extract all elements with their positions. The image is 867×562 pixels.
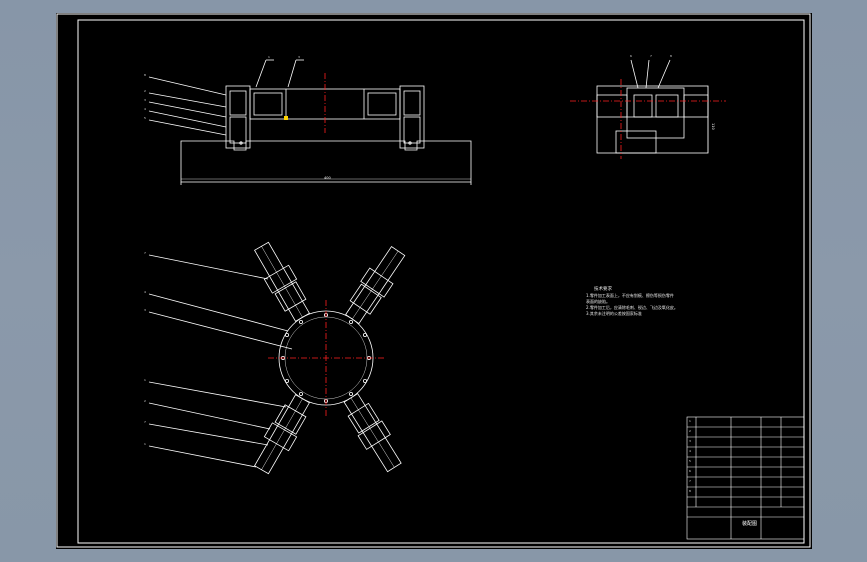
- plan-arm-nw: [254, 241, 310, 322]
- assembly-drawing: 400 110: [56, 13, 811, 548]
- sheet-border-inner: [77, 19, 805, 544]
- plan-arm-ne: [345, 246, 406, 325]
- tb-row-3: 3: [689, 439, 691, 443]
- plan-arm-sw: [254, 394, 310, 475]
- callout-plan-4: 1: [144, 378, 146, 382]
- callout-side-1: 6: [630, 54, 632, 58]
- tb-row-5: 5: [689, 459, 691, 463]
- callout-front-4: 4: [144, 107, 146, 111]
- notes-line-2: 表面的缺陷。: [586, 299, 610, 304]
- callout-plan-6: 7: [144, 420, 146, 424]
- callout-front-top-1: 1: [268, 55, 270, 59]
- callout-side-2: 7: [650, 54, 652, 58]
- side-housing: [596, 85, 709, 154]
- tb-row-4: 4: [689, 449, 691, 453]
- callout-front-5: 5: [144, 116, 146, 120]
- front-view: [148, 59, 472, 185]
- title-block-frame: [686, 416, 805, 540]
- side-centerlines: [570, 79, 726, 159]
- notes-line-4: 3.其余未注明的公差按国家标准: [586, 311, 642, 316]
- callout-plan-2: 4: [144, 290, 146, 294]
- plan-bolt-holes: [280, 312, 371, 403]
- notes-heading: 技术要求: [594, 287, 612, 292]
- front-highlight-mark: [284, 116, 288, 120]
- callout-front-1: 8: [144, 73, 146, 77]
- callout-front-top-2: 3: [298, 55, 300, 59]
- tb-row-7: 7: [689, 479, 691, 483]
- plan-arm-se: [343, 393, 402, 473]
- tb-row-1: 1: [689, 419, 691, 423]
- drawing-title: 装配图: [742, 521, 758, 527]
- sheet-border-outer: [56, 13, 811, 548]
- technical-requirements: 技术要求 1.零件加工表面上，不应有划痕、擦伤等损伤零件 表面的缺陷。 2.零件…: [586, 287, 678, 317]
- side-view: [596, 59, 709, 154]
- notes-line-3: 2.零件加工后，应清除毛刺、锐边、飞边及氧化皮。: [586, 305, 678, 310]
- callout-plan-3: 3: [144, 308, 146, 312]
- callout-plan-1: 7: [144, 251, 146, 255]
- tb-row-6: 6: [689, 469, 691, 473]
- callout-plan-7: 1: [144, 442, 146, 446]
- tb-row-8: 8: [689, 489, 691, 493]
- notes-line-1: 1.零件加工表面上，不应有划痕、擦伤等损伤零件: [586, 293, 674, 298]
- front-dim-text: 400: [324, 176, 331, 180]
- callout-front-2: 2: [144, 89, 146, 93]
- callout-plan-5: 2: [144, 399, 146, 403]
- cad-viewport[interactable]: 400 110: [56, 13, 812, 549]
- tb-row-2: 2: [689, 429, 691, 433]
- callout-side-3: 8: [670, 54, 672, 58]
- side-dim-text: 110: [711, 123, 715, 130]
- side-core: [626, 87, 685, 139]
- plan-centerlines: [268, 300, 384, 416]
- callout-front-3: 3: [144, 98, 146, 102]
